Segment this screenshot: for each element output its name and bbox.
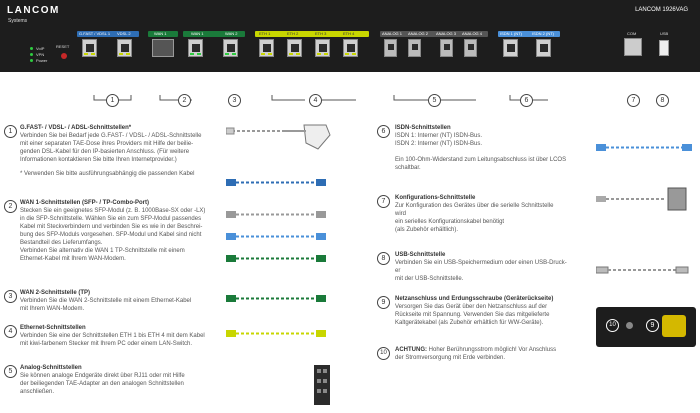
callout-5: 5 bbox=[428, 94, 441, 107]
eth-port-group: ETH 1 ETH 2 ETH 3 ETH 4 bbox=[255, 31, 369, 57]
com-label: COM bbox=[627, 31, 637, 36]
section-10-number: 10 bbox=[377, 347, 390, 360]
usb-label: USB bbox=[660, 31, 669, 36]
reset-button[interactable] bbox=[61, 53, 67, 59]
wan1-tp-port[interactable] bbox=[188, 39, 203, 57]
device-front-panel: LANCOM Systems LANCOM 1926VAG VoIP VPN P… bbox=[0, 0, 700, 72]
section-9: Netzanschluss und Erdungsschraube (Gerät… bbox=[395, 296, 554, 326]
section-2: WAN 1-Schnittstellen (SFP- / TP-Combo-Po… bbox=[20, 200, 206, 262]
section-1-number: 1 bbox=[4, 125, 17, 138]
ground-screw-callout: 10 bbox=[606, 319, 619, 332]
analog3-port[interactable] bbox=[440, 39, 453, 57]
section-5-number: 5 bbox=[4, 365, 17, 378]
section-5: Analog-Schnittstellen Sie können analoge… bbox=[20, 365, 185, 395]
dsl-port-1[interactable] bbox=[82, 39, 97, 57]
section-4-number: 4 bbox=[4, 325, 17, 338]
led-vpn: VPN bbox=[30, 51, 47, 57]
eth4-port[interactable] bbox=[343, 39, 358, 57]
isdn-port-group: ISDN 1 (NT) ISDN 2 (NT) bbox=[498, 31, 560, 57]
ground-screw-icon bbox=[626, 322, 633, 329]
isdn2-port[interactable] bbox=[536, 39, 551, 57]
section-7-number: 7 bbox=[377, 195, 390, 208]
section-10: ACHTUNG: Hoher Berührungsstrom möglich! … bbox=[395, 347, 557, 361]
callout-3: 3 bbox=[228, 94, 241, 107]
section-7: Konfigurations-Schnittstelle Zur Konfigu… bbox=[395, 195, 554, 233]
callout-4: 4 bbox=[309, 94, 322, 107]
callout-7: 7 bbox=[627, 94, 640, 107]
section-6: ISDN-Schnittstellen ISDN 1: Interner (NT… bbox=[395, 125, 567, 171]
wan2-port[interactable] bbox=[223, 39, 238, 57]
isdn1-port[interactable] bbox=[503, 39, 518, 57]
section-2-number: 2 bbox=[4, 200, 17, 213]
section-8: USB-Schnittstelle Verbinden Sie ein USB-… bbox=[395, 252, 567, 282]
cable-illustrations-left bbox=[226, 124, 331, 405]
callout-6: 6 bbox=[520, 94, 533, 107]
eth1-port[interactable] bbox=[259, 39, 274, 57]
power-callout: 9 bbox=[646, 319, 659, 332]
analog-port-group: ANALOG 1 ANALOG 2 ANALOG 3 ANALOG 4 bbox=[380, 31, 488, 57]
section-3: WAN 2-Schnittstelle (TP) Verbinden Sie d… bbox=[20, 290, 192, 312]
section-1: G.FAST- / VDSL- / ADSL-Schnittstellen* V… bbox=[20, 125, 202, 177]
brand-sub: Systems bbox=[8, 18, 28, 24]
dsl-port-group: G.FAST / VDSL 1 VDSL 2 bbox=[77, 31, 139, 57]
back-panel: 10 9 bbox=[596, 307, 696, 347]
callout-1: 1 bbox=[106, 94, 119, 107]
section-4: Ethernet-Schnittstellen Verbinden Sie ei… bbox=[20, 325, 205, 347]
wan1-sfp-port[interactable] bbox=[152, 39, 174, 57]
analog2-port[interactable] bbox=[408, 39, 421, 57]
section-8-number: 8 bbox=[377, 252, 390, 265]
reset-label: RESET bbox=[56, 44, 70, 49]
power-socket-icon[interactable] bbox=[662, 315, 686, 337]
status-leds: VoIP VPN Power bbox=[30, 45, 47, 63]
section-3-number: 3 bbox=[4, 290, 17, 303]
brand-logo: LANCOM bbox=[7, 5, 60, 16]
cable-illustrations-right bbox=[596, 144, 692, 274]
callout-2: 2 bbox=[178, 94, 191, 107]
analog1-port[interactable] bbox=[384, 39, 397, 57]
section-9-number: 9 bbox=[377, 296, 390, 309]
com-port[interactable] bbox=[624, 38, 642, 56]
model-name: LANCOM 1926VAG bbox=[635, 7, 688, 13]
eth2-port[interactable] bbox=[287, 39, 302, 57]
callout-brackets bbox=[93, 95, 548, 101]
led-voip: VoIP bbox=[30, 45, 47, 51]
eth3-port[interactable] bbox=[315, 39, 330, 57]
led-power: Power bbox=[30, 57, 47, 63]
dsl-port-2[interactable] bbox=[117, 39, 132, 57]
usb-port[interactable] bbox=[659, 40, 669, 56]
section-6-number: 6 bbox=[377, 125, 390, 138]
callout-8: 8 bbox=[656, 94, 669, 107]
wan1-sfp-group: WAN 1 bbox=[148, 31, 178, 57]
analog4-port[interactable] bbox=[464, 39, 477, 57]
wan-port-group: WAN 1 WAN 2 bbox=[183, 31, 245, 57]
